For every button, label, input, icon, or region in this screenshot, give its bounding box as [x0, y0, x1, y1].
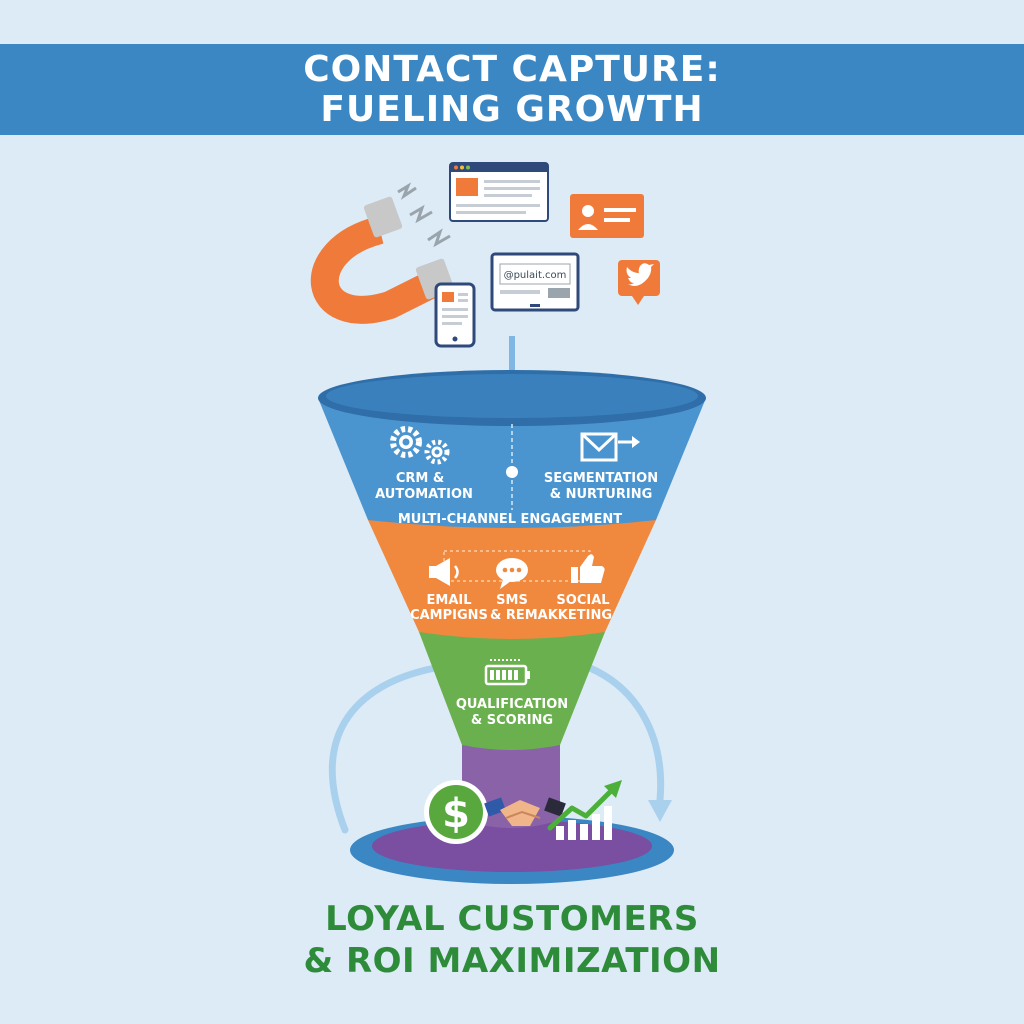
segmentation-label-line1: SEGMENTATION: [544, 471, 658, 486]
title-line-2: FUELING GROWTH: [320, 88, 704, 130]
svg-text:$: $: [442, 791, 470, 837]
dollar-coin-icon: $: [424, 780, 488, 844]
email-form-text: @pulait.com: [504, 270, 567, 281]
twitter-icon: [618, 260, 660, 305]
social-line1: SOCIAL: [556, 593, 609, 608]
footer-line-1: LOYAL CUSTOMERS: [325, 899, 699, 939]
crm-label-line2: AUTOMATION: [375, 487, 473, 502]
qualification-line2: & SCORING: [471, 713, 553, 728]
email-campaigns-line2: CAMPIGNS: [410, 608, 488, 623]
multichannel-band-label: MULTI-CHANNEL ENGAGEMENT: [398, 512, 622, 527]
handshake-icon: [484, 797, 566, 826]
email-form-icon: @pulait.com: [490, 252, 580, 312]
crm-label-line1: CRM &: [396, 471, 444, 486]
growth-chart-icon: [547, 780, 622, 840]
funnel-section-green: [419, 632, 605, 750]
envelope-send-icon: [580, 432, 640, 462]
footer-line-2: & ROI MAXIMIZATION: [303, 941, 721, 981]
segmentation-label-line2: & NURTURING: [550, 487, 653, 502]
gears-icon: [390, 426, 450, 465]
battery-score-icon: [484, 659, 530, 686]
sms-line1: SMS: [496, 593, 528, 608]
contact-card-icon: [570, 194, 644, 238]
email-campaigns-line1: EMAIL: [427, 593, 472, 608]
chat-bubble-icon: [496, 558, 528, 589]
title-banner: CONTACT CAPTURE: FUELING GROWTH: [0, 44, 1024, 135]
sms-line2: & REMAKKETING: [490, 608, 612, 623]
smartphone-icon: [434, 282, 476, 348]
thumbs-up-icon: [571, 554, 605, 583]
megaphone-icon: [429, 558, 459, 586]
qualification-line1: QUALIFICATION: [456, 697, 568, 712]
footer-heading: LOYAL CUSTOMERS & ROI MAXIMIZATION: [0, 898, 1024, 982]
cycle-arrows: [328, 664, 672, 834]
title-line-1: CONTACT CAPTURE:: [303, 48, 721, 90]
webpage-icon: [449, 162, 549, 222]
